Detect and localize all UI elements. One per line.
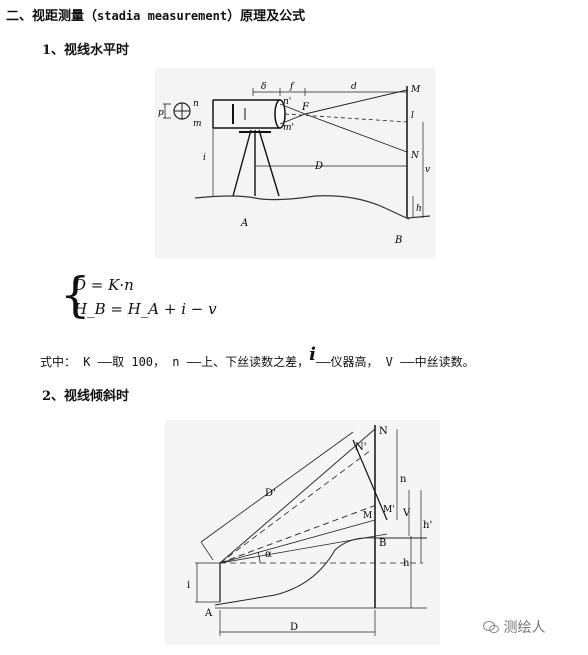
label-h: h — [416, 204, 422, 214]
tripod — [232, 129, 280, 197]
figure-horizontal-sight: p n m n' m' F δ f d M l N v h i D A B — [155, 68, 435, 258]
section-heading-en: stadia measurement — [97, 9, 228, 23]
label-B: B — [379, 538, 386, 549]
label-D: D — [290, 622, 298, 633]
ray-upper-in — [279, 103, 306, 115]
ground-line — [194, 195, 431, 220]
label-delta: δ — [261, 82, 266, 92]
label-N: N — [379, 426, 388, 437]
label-M: M — [410, 85, 421, 95]
label-f: f — [289, 82, 295, 92]
label-D: D — [314, 161, 323, 172]
label-v: v — [425, 165, 430, 175]
Dprime-dim-line — [200, 431, 354, 543]
label-l: l — [411, 111, 414, 121]
label-M: M — [363, 511, 372, 521]
formula-line-2: H_B = H_A + i − v — [74, 300, 217, 318]
telescope — [212, 99, 286, 129]
formula-note: 式中： K ——取 100， n ——上、下丝读数之差，i——仪器高， V ——… — [40, 344, 475, 371]
ray-lower-in — [279, 113, 306, 125]
ground-profile — [214, 537, 427, 606]
alpha-arc — [257, 551, 261, 564]
case2-title: 2、视线倾斜时 — [42, 389, 130, 404]
section-heading-prefix: 二、视距测量（ — [6, 9, 98, 24]
ray-lower-out — [304, 113, 408, 153]
case1-title: 1、视线水平时 — [42, 43, 130, 58]
sight-line — [284, 113, 408, 123]
label-V: V — [402, 508, 411, 519]
formula-line-1: D = K·n — [74, 276, 134, 294]
label-B: B — [394, 235, 402, 246]
label-D-prime: D' — [265, 488, 276, 499]
formula-brace: { — [60, 267, 91, 323]
label-M-prime: M' — [383, 505, 395, 515]
label-n: n — [193, 99, 199, 109]
label-N-prime: N' — [355, 442, 367, 453]
figure2-background — [165, 420, 440, 645]
label-n-prime: n' — [283, 97, 291, 107]
Dprime-tick-1 — [200, 541, 214, 561]
ray-middle — [219, 503, 380, 564]
reticle-icon — [173, 102, 191, 120]
staff-inclined — [352, 439, 388, 521]
figure1-background — [155, 68, 435, 258]
note-suffix: ——仪器高， V ——中丝读数。 — [316, 355, 475, 369]
label-alpha: α — [265, 549, 272, 560]
label-m: m — [193, 119, 202, 129]
label-d: d — [351, 82, 357, 92]
formula-block: { D = K·n H_B = H_A + i − v — [60, 270, 230, 326]
section-heading-suffix: ）原理及公式 — [227, 9, 306, 24]
label-p: p — [158, 108, 164, 118]
section-heading: 二、视距测量（stadia measurement）原理及公式 — [6, 5, 305, 24]
figure-inclined-sight: N N' D' M M' n V h' h α B i A D — [165, 420, 440, 645]
label-A: A — [240, 218, 248, 229]
label-i: i — [203, 153, 206, 163]
ray-lower — [219, 519, 376, 564]
watermark: 测绘人 — [483, 617, 545, 637]
note-i-symbol: i — [309, 344, 316, 365]
ray-upper — [219, 428, 376, 564]
label-F: F — [301, 102, 310, 113]
watermark-text: 测绘人 — [503, 620, 546, 636]
ray-upper-out — [304, 89, 408, 115]
label-N: N — [410, 151, 420, 161]
label-m-prime: m' — [283, 123, 294, 133]
label-n: n — [400, 474, 407, 485]
label-h-prime: h' — [423, 520, 432, 531]
label-A: A — [204, 608, 213, 619]
ray-Nprime — [219, 449, 372, 564]
wechat-icon — [483, 621, 499, 634]
note-prefix: 式中： K ——取 100， n ——上、下丝读数之差， — [40, 355, 310, 369]
label-h: h — [403, 558, 410, 569]
label-i: i — [187, 580, 190, 591]
